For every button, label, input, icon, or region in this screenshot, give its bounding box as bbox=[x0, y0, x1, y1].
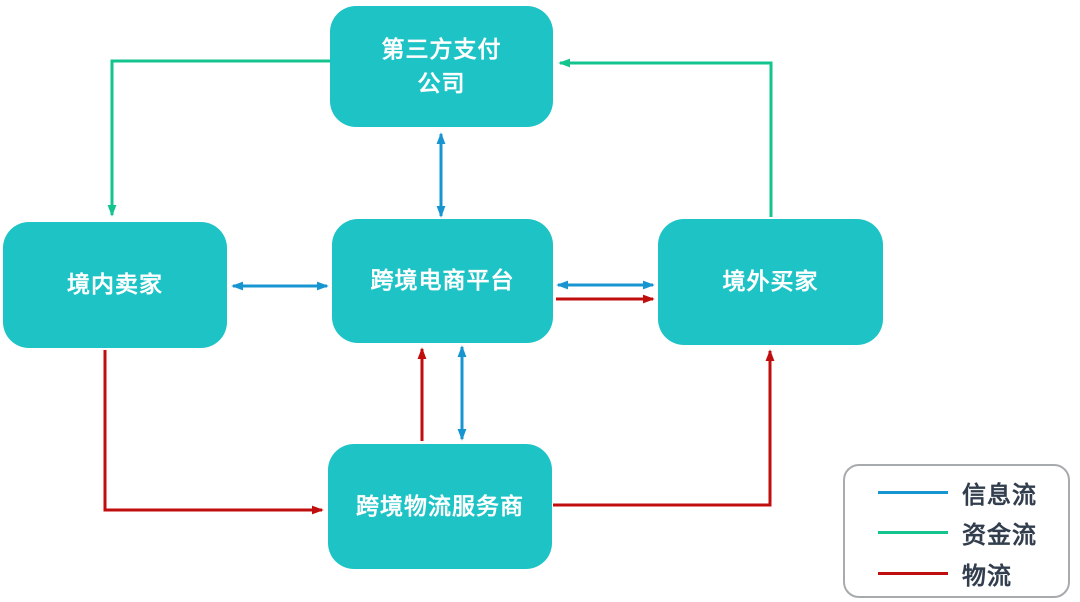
legend-item-goods-flow: 物流 bbox=[878, 560, 1012, 590]
legend-item-info-flow: 信息流 bbox=[878, 479, 1037, 509]
legend-label-info-flow: 信息流 bbox=[962, 481, 1037, 509]
node-cross-border-ecommerce-platform: 跨境电商平台 bbox=[332, 219, 553, 343]
node-domestic-seller: 境内卖家 bbox=[3, 222, 227, 348]
legend-label-goods-flow: 物流 bbox=[962, 562, 1012, 590]
funds-flow-line-swatch bbox=[878, 530, 948, 534]
edge-seller-to-logistics bbox=[103, 350, 324, 515]
node-third-party-payment-company: 第三方支付 公司 bbox=[330, 6, 553, 127]
info-flow-line-swatch bbox=[878, 490, 948, 494]
legend-label-funds-flow: 资金流 bbox=[962, 521, 1037, 549]
legend-box: 信息流 资金流 物流 bbox=[843, 464, 1070, 598]
edge-buyer-to-payment bbox=[558, 58, 773, 217]
legend-item-funds-flow: 资金流 bbox=[878, 519, 1037, 549]
edge-payment-to-seller bbox=[107, 59, 330, 217]
node-cross-border-logistics-provider: 跨境物流服务商 bbox=[328, 444, 552, 569]
node-overseas-buyer: 境外买家 bbox=[658, 219, 883, 345]
edge-logistics-to-buyer bbox=[553, 349, 775, 507]
goods-flow-line-swatch bbox=[878, 571, 948, 575]
